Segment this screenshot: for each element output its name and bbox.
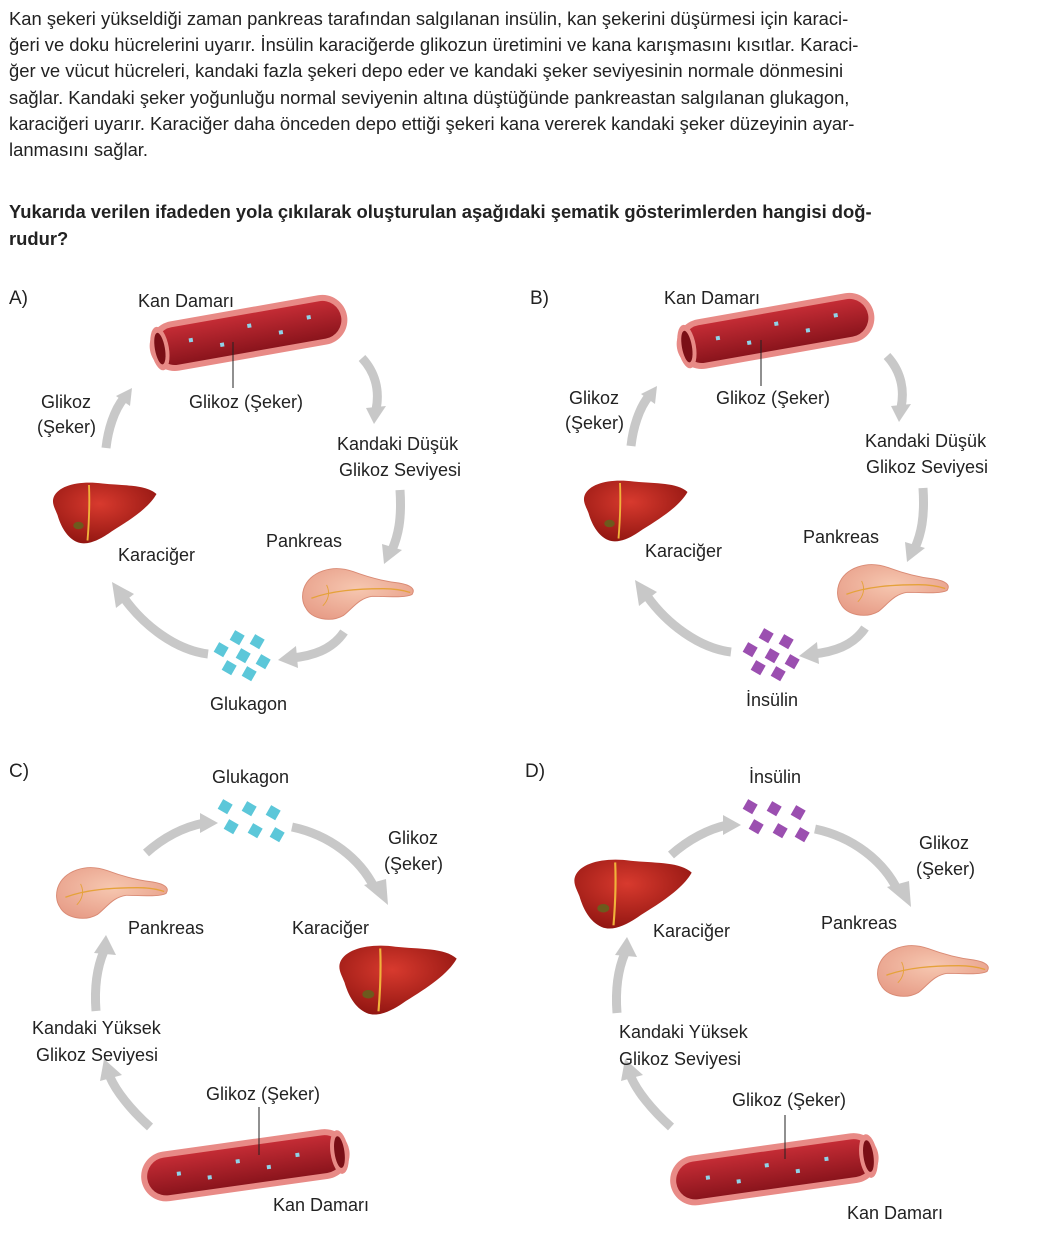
arrow [883,352,907,409]
option-letter: D) [525,761,546,782]
hormone-label: Glukagon [212,767,290,787]
arrow [812,625,869,659]
liver [338,944,458,1016]
hormone-particles [742,799,810,843]
level-label-1: Kandaki Düşük [337,434,459,454]
option-b-diagram [583,292,949,682]
passage-line: lanmasını sağlar. [9,139,149,161]
arrow [291,629,348,663]
arrow [291,822,379,890]
question-stem: Yukarıda verilen ifadeden yola çıkılarak… [9,199,1029,252]
hormone-label: İnsülin [746,690,799,710]
glucose-side-label-1: Glikoz [569,388,620,408]
option-letter: A) [9,288,28,309]
pancreas [876,944,989,997]
vessel-label: Kan Damarı [847,1203,944,1223]
passage-line: sağlar. Kandaki şeker yoğunluğu normal s… [9,86,850,108]
option-letter: C) [9,761,30,782]
arrow [910,487,928,550]
passage-line: ğeri ve doku hücrelerini uyarır. İnsülin… [9,34,859,56]
liver-label: Karaciğer [653,921,731,941]
blood-vessel [149,294,348,371]
vessel-label: Kan Damarı [273,1195,370,1215]
arrow [387,489,405,552]
level-label-2: Glikoz Seviyesi [619,1049,742,1069]
glucose-side-label-1: Glikoz [919,833,970,853]
glucose-side-label-1: Glikoz [41,392,92,412]
pancreas-label: Pankreas [266,531,343,551]
arrow [626,393,653,447]
glucose-label: Glikoz (Şeker) [716,388,831,408]
arrow [643,593,732,657]
pancreas [301,567,414,620]
glucose-side-label-2: (Şeker) [384,854,444,874]
glucose-side-label-2: (Şeker) [916,859,976,879]
vessel-label: Kan Damarı [664,288,761,308]
liver [52,481,158,545]
level-label-2: Glikoz Seviyesi [36,1045,159,1065]
liver-label: Karaciğer [118,545,196,565]
glucose-label: Glikoz (Şeker) [189,392,304,412]
question-line: Yukarıda verilen ifadeden yola çıkılarak… [9,201,872,222]
glucose-side-label-2: (Şeker) [37,417,97,437]
hormone-particles [217,799,285,843]
level-label-2: Glikoz Seviyesi [866,457,989,477]
option-b[interactable]: B) Kan Damarı Glikoz (Şeker) Glikoz (Şek… [519,280,1038,750]
liver-label: Karaciğer [645,541,723,561]
passage: Kan şekeri yükseldiği zaman pankreas tar… [9,6,1029,163]
blood-vessel [141,1129,350,1202]
blood-vessel [670,1133,879,1206]
arrow [143,818,205,857]
hormone-label: Glukagon [210,694,288,714]
liver-label: Karaciğer [292,918,370,938]
passage-line: Kan şekeri yükseldiği zaman pankreas tar… [9,8,849,29]
pancreas [55,866,168,919]
passage-line: ğer ve vücut hücreleri, kandaki fazla şe… [9,60,844,82]
pancreas-label: Pankreas [128,918,205,938]
glucose-label: Glikoz (Şeker) [206,1084,321,1104]
question-line: rudur? [9,227,69,249]
glucose-side-label-2: (Şeker) [565,413,625,433]
arrow [358,354,382,411]
arrow [612,951,630,1014]
level-label-1: Kandaki Yüksek [619,1022,748,1042]
option-d[interactable]: D) İnsülin Glikoz (Şeker) Karaciğer Pank… [519,755,1038,1225]
liver [583,479,689,543]
pancreas-label: Pankreas [803,527,880,547]
glucose-label: Glikoz (Şeker) [732,1090,847,1110]
level-label-1: Kandaki Düşük [865,431,987,451]
level-label-1: Kandaki Yüksek [32,1018,161,1038]
pancreas-label: Pankreas [821,913,898,933]
option-c[interactable]: C) Glukagon Glikoz (Şeker) Pankreas Kara… [0,755,519,1225]
arrow [814,824,902,892]
option-letter: B) [530,288,549,309]
vessel-label: Kan Damarı [138,291,235,311]
glucose-side-label-1: Glikoz [388,828,439,848]
arrow [101,395,128,449]
hormone-particles [742,628,800,682]
pancreas [836,563,949,616]
arrow [91,949,109,1012]
hormone-particles [213,630,271,682]
passage-line: karaciğeri uyarır. Karaciğer daha öncede… [9,112,855,134]
arrow [120,595,209,659]
arrow [668,820,729,859]
option-a[interactable]: A) Kan Damarı Glikoz (Şeker) Glikoz (Şek… [0,280,519,750]
level-label-2: Glikoz Seviyesi [339,460,462,480]
option-a-diagram [52,294,414,682]
option-d-diagram [573,799,989,1206]
arrow [626,1075,675,1131]
arrow [105,1075,154,1131]
blood-vessel [676,292,875,369]
option-c-diagram [55,799,458,1202]
hormone-label: İnsülin [749,767,802,787]
